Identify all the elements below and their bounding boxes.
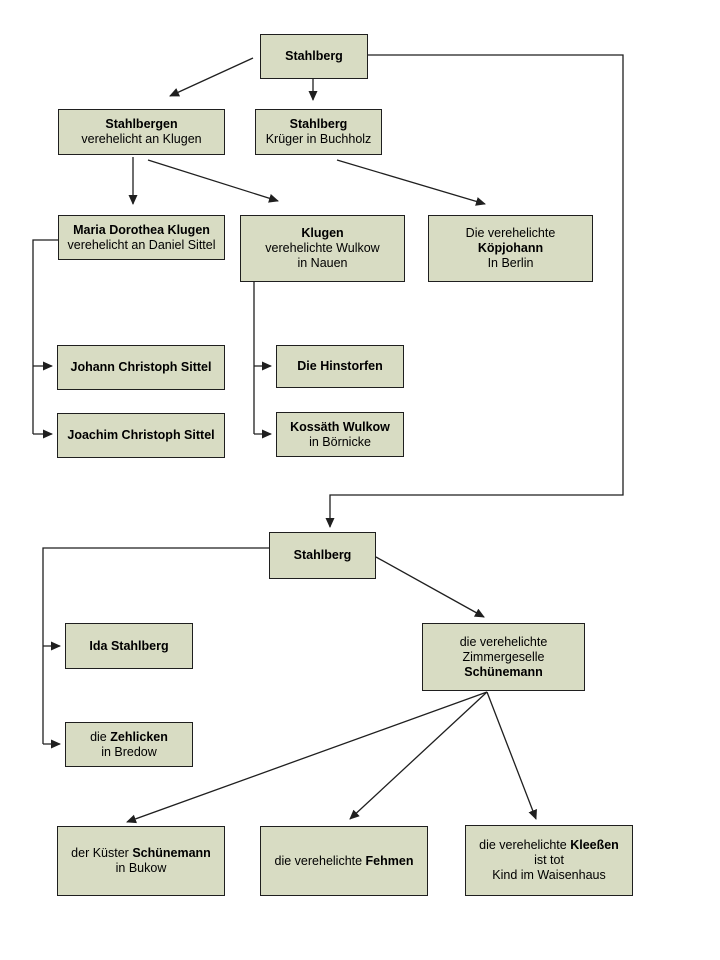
node-fehmen-line-0: die verehelichte Fehmen (275, 854, 414, 869)
node-kleessen-line-2: Kind im Waisenhaus (492, 868, 605, 883)
node-johann-christoph-sittel: Johann Christoph Sittel (57, 345, 225, 390)
edge-schuenemann-to-kuester (126, 691, 488, 824)
node-klugen-wulkow-text: verehelichte Wulkow (265, 241, 380, 255)
node-koepjohann-text: In Berlin (487, 256, 534, 270)
node-kossaeth-wulkow-line-1: in Börnicke (309, 435, 371, 450)
node-stahlbergen-klugen-text: Stahlbergen (105, 117, 178, 131)
node-kossaeth-wulkow-text: in Börnicke (309, 434, 371, 449)
node-kossaeth-wulkow-text: Kossäth Wulkow (290, 419, 390, 434)
edge-mid-to-schuenemann (375, 556, 485, 618)
node-fehmen-text: Fehmen (365, 853, 414, 868)
node-klugen-wulkow-line-1: verehelichte Wulkow (265, 241, 379, 256)
node-ida-stahlberg-line-0: Ida Stahlberg (89, 639, 168, 654)
node-klugen-wulkow-text: in Nauen (297, 256, 348, 270)
edge-root-to-stahlbergen (169, 57, 254, 97)
node-schuenemann-line-1: Zimmergeselle (463, 650, 545, 665)
node-stahlberg-krueger-line-0: Stahlberg (290, 117, 348, 132)
node-stahlberg-krueger-text: Stahlberg (289, 117, 348, 131)
node-zehlicken-text: Zehlicken (110, 729, 168, 744)
node-maria-dorothea-klugen-text: verehelicht an Daniel Sittel (67, 237, 216, 252)
node-stahlberg-root-text: Stahlberg (285, 49, 343, 63)
node-kleessen-text: ist tot (534, 853, 564, 867)
edge-krueger-to-koepjohann (336, 159, 486, 206)
edge-mid-children-spine (42, 547, 269, 744)
node-kleessen-line-0: die verehelichte Kleeßen (479, 838, 619, 853)
node-joachim-christoph-sittel: Joachim Christoph Sittel (57, 413, 225, 458)
node-joachim-christoph-sittel-line-0: Joachim Christoph Sittel (67, 428, 214, 443)
node-stahlberg-root: Stahlberg (260, 34, 368, 79)
node-kuester-schuenemann-text: Schünemann (132, 846, 211, 860)
node-kuester-schuenemann-text: in Bukow (115, 861, 167, 875)
node-ida-stahlberg: Ida Stahlberg (65, 623, 193, 669)
node-kuester-schuenemann-text: der Küster (71, 846, 133, 860)
node-schuenemann-line-0: die verehelichte (460, 635, 548, 650)
edge-maria-children-spine (32, 239, 58, 434)
node-zehlicken-text: die (90, 729, 111, 744)
node-kossaeth-wulkow-line-0: Kossäth Wulkow (290, 420, 390, 435)
node-kleessen-text: Kleeßen (570, 838, 619, 852)
node-johann-christoph-sittel-line-0: Johann Christoph Sittel (71, 360, 212, 375)
node-fehmen: die verehelichte Fehmen (260, 826, 428, 896)
node-johann-christoph-sittel-text: Johann Christoph Sittel (70, 360, 212, 374)
node-schuenemann-line-2: Schünemann (464, 665, 543, 680)
node-koepjohann-text: Die verehelichte (465, 226, 556, 240)
node-stahlbergen-klugen-line-1: verehelicht an Klugen (81, 132, 201, 147)
node-koepjohann-line-0: Die verehelichte (466, 226, 556, 241)
edge-stahlbergen-to-klugen (147, 159, 279, 203)
node-koepjohann-line-2: In Berlin (488, 256, 534, 271)
node-stahlbergen-klugen-line-0: Stahlbergen (105, 117, 177, 132)
node-zehlicken-text: in Bredow (101, 744, 157, 759)
node-schuenemann-text: Zimmergeselle (462, 649, 545, 664)
node-die-hinstorfen-text: Die Hinstorfen (297, 359, 383, 373)
node-koepjohann-text: Köpjohann (477, 241, 544, 255)
node-schuenemann-text: die verehelichte (459, 634, 548, 649)
node-joachim-christoph-sittel-text: Joachim Christoph Sittel (67, 428, 215, 442)
node-klugen-wulkow-line-2: in Nauen (297, 256, 347, 271)
node-die-hinstorfen: Die Hinstorfen (276, 345, 404, 388)
node-zehlicken-line-1: in Bredow (101, 745, 157, 760)
node-kuester-schuenemann-line-0: der Küster Schünemann (71, 846, 211, 861)
edge-schuenemann-to-kleessen (486, 691, 537, 820)
node-klugen-wulkow-text: Klugen (301, 226, 344, 240)
node-kleessen-line-1: ist tot (534, 853, 564, 868)
node-stahlbergen-klugen-text: verehelicht an Klugen (81, 132, 202, 146)
node-kuester-schuenemann-line-1: in Bukow (116, 861, 167, 876)
node-maria-dorothea-klugen-line-0: Maria Dorothea Klugen (73, 223, 210, 238)
node-fehmen-text: die verehelichte (274, 853, 366, 868)
node-stahlberg-root-line-0: Stahlberg (285, 49, 343, 64)
node-zehlicken-line-0: die Zehlicken (90, 730, 168, 745)
node-stahlberg-mid: Stahlberg (269, 532, 376, 579)
node-stahlberg-krueger-text: Krüger in Buchholz (265, 132, 372, 146)
node-ida-stahlberg-text: Ida Stahlberg (89, 638, 169, 653)
node-stahlberg-mid-text: Stahlberg (293, 548, 352, 562)
node-koepjohann-line-1: Köpjohann (478, 241, 543, 256)
edge-root-to-stahlberg-mid (325, 54, 624, 528)
node-schuenemann-text: Schünemann (464, 664, 543, 679)
node-stahlberg-krueger-line-1: Krüger in Buchholz (266, 132, 372, 147)
node-kleessen-text: Kind im Waisenhaus (492, 868, 606, 882)
node-klugen-wulkow-line-0: Klugen (301, 226, 343, 241)
node-kleessen-text: die verehelichte (479, 838, 571, 852)
node-stahlberg-mid-line-0: Stahlberg (294, 548, 352, 563)
node-maria-dorothea-klugen-line-1: verehelicht an Daniel Sittel (68, 238, 216, 253)
node-maria-dorothea-klugen-text: Maria Dorothea Klugen (73, 222, 210, 237)
edge-schuenemann-to-fehmen (349, 691, 488, 820)
node-die-hinstorfen-line-0: Die Hinstorfen (297, 359, 382, 374)
